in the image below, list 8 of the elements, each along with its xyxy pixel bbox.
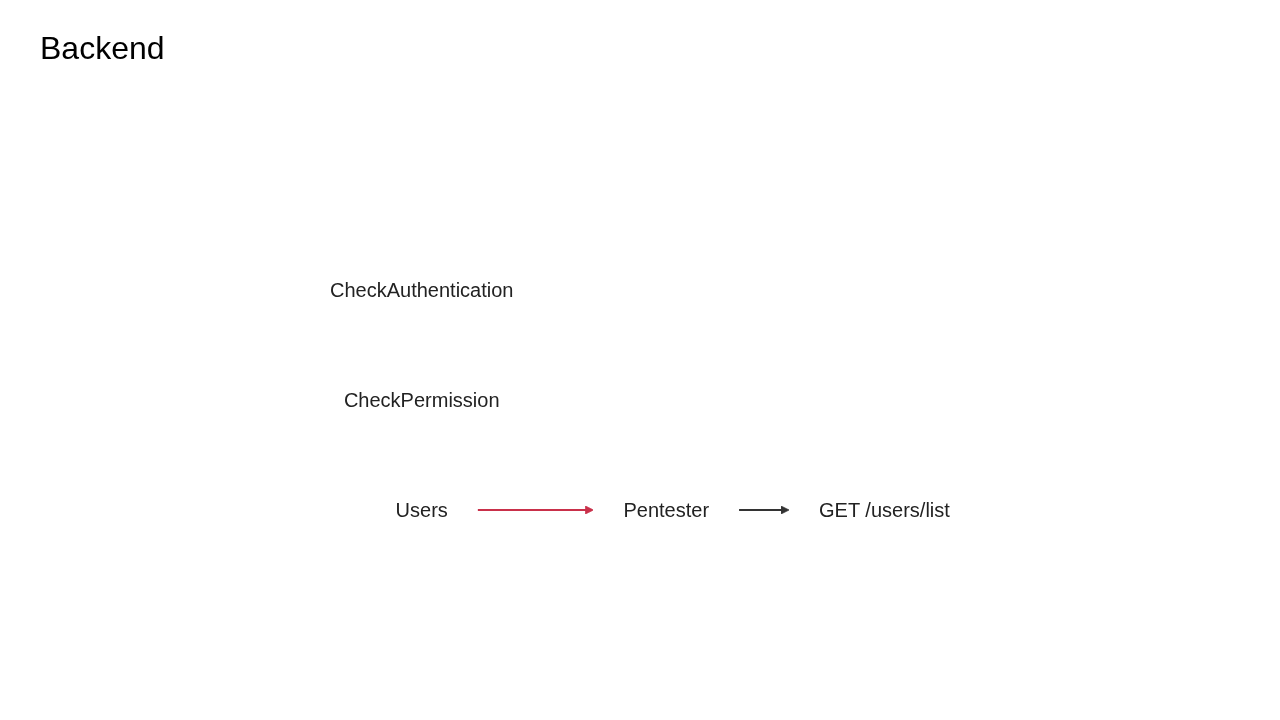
node-text: GET /users/list xyxy=(819,499,950,521)
diagram-title: Backend xyxy=(40,30,165,67)
arrow xyxy=(476,505,594,515)
node-text: CheckPermission xyxy=(344,389,500,411)
arrow xyxy=(738,505,790,515)
node-text: CheckAuthentication xyxy=(330,279,514,301)
node-text: Pentester xyxy=(623,499,710,521)
node-text: Users xyxy=(395,499,448,521)
